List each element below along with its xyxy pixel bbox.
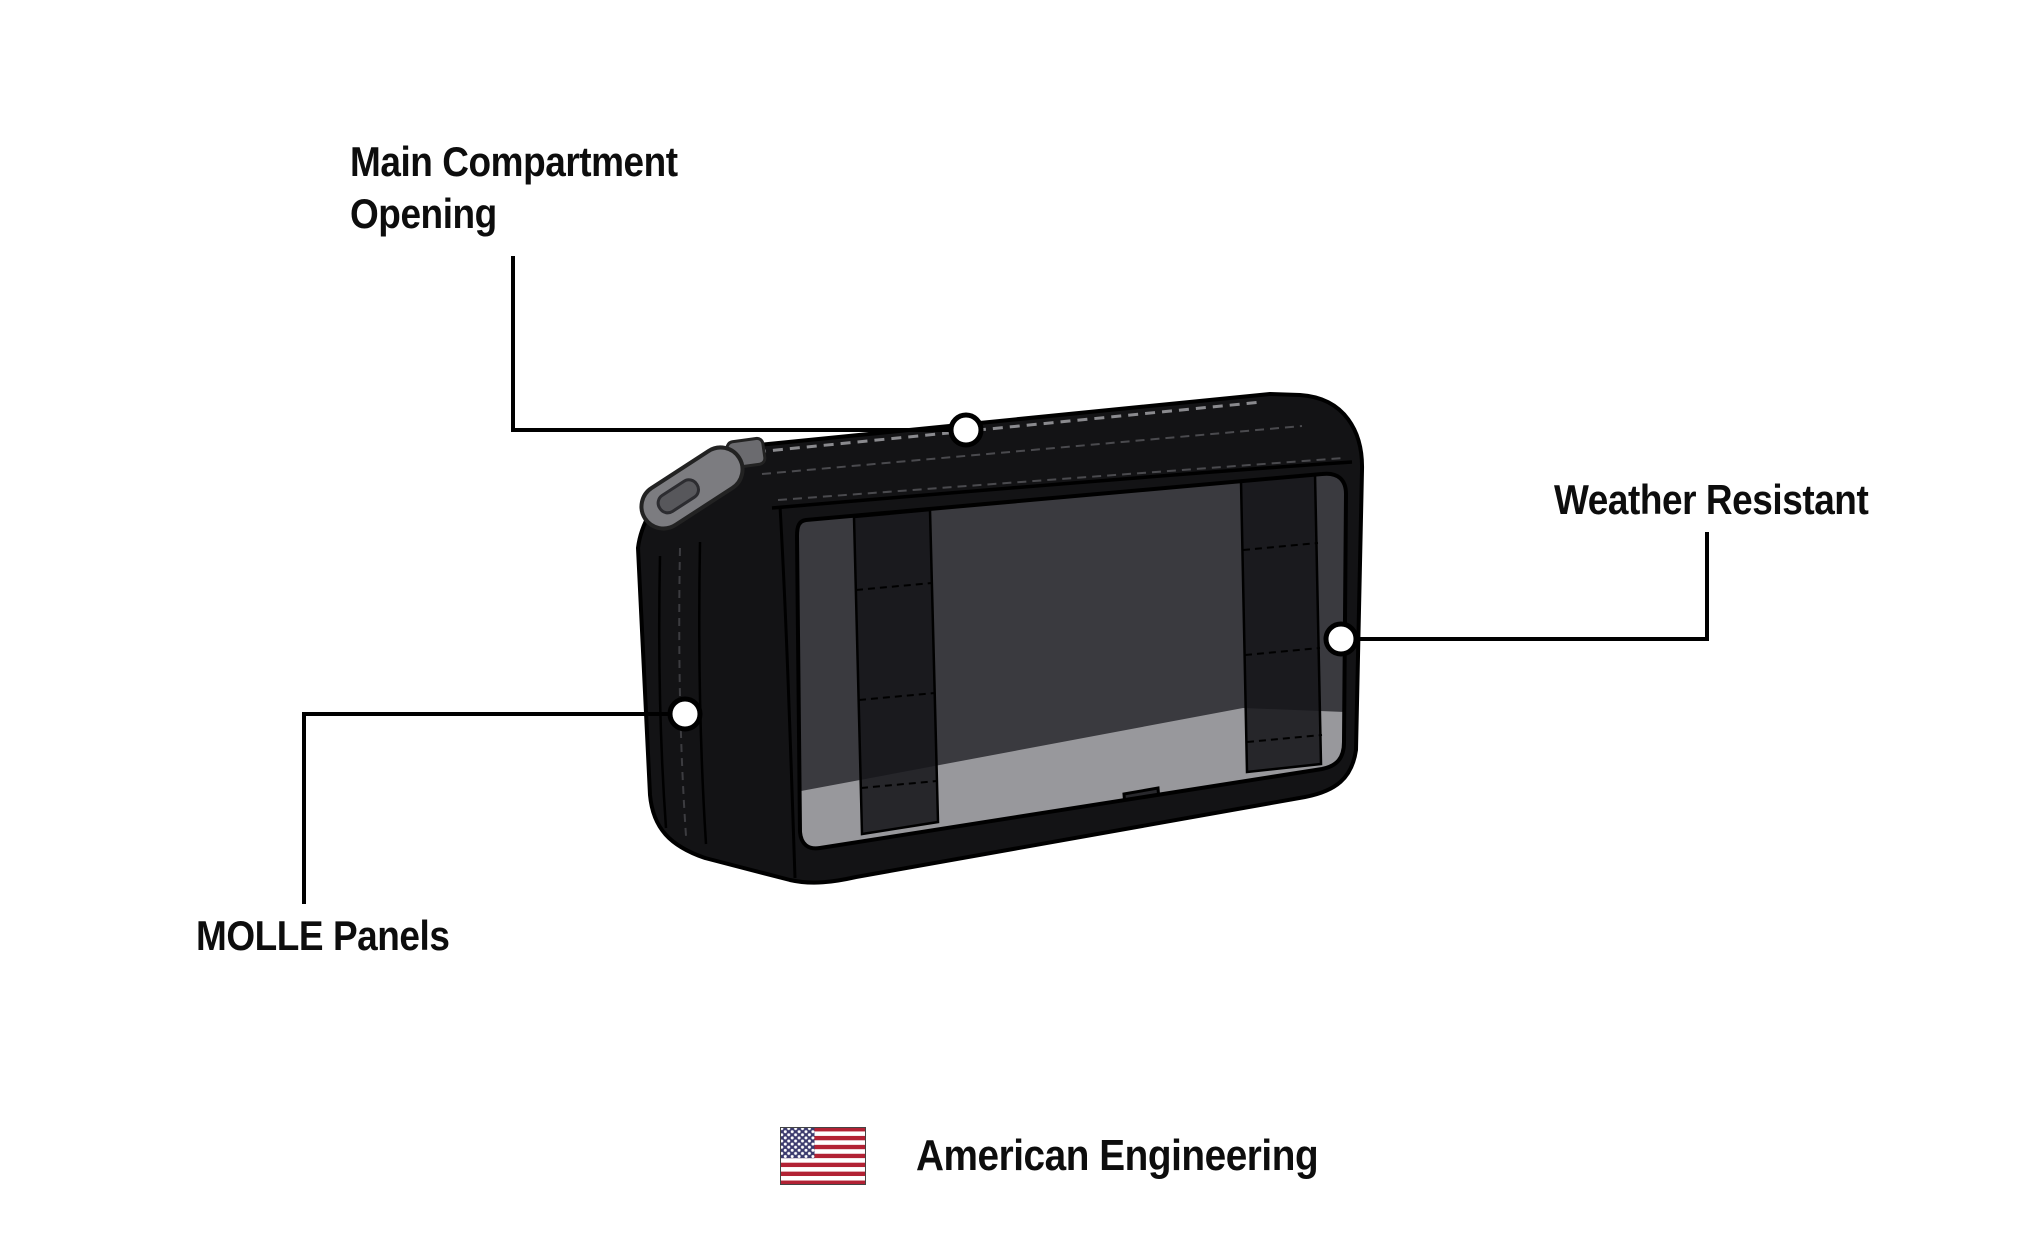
callout-line-main-compartment	[511, 256, 949, 432]
main-compartment-label: Main Compartment Opening	[350, 138, 678, 238]
front-window-outline	[794, 471, 1349, 851]
top-stitch-line	[761, 425, 1303, 475]
callout-marker-main-compartment	[948, 412, 984, 448]
left-molle-seam-2	[698, 541, 708, 845]
zipper-pull-icon	[639, 436, 767, 531]
top-band-seam	[771, 460, 1353, 510]
left-molle-stitch	[678, 547, 687, 837]
interior-strap-right	[1239, 473, 1323, 774]
molle-panels-label: MOLLE Panels	[196, 912, 450, 959]
callout-marker-molle-panels	[667, 696, 703, 732]
left-molle-seam-1	[658, 555, 668, 829]
callout-markers	[667, 412, 1359, 732]
callout-marker-weather-resistant	[1323, 621, 1359, 657]
callout-line-weather-resistant	[1358, 532, 1709, 641]
weather-resistant-label: Weather Resistant	[1554, 476, 1869, 523]
callout-lines	[302, 256, 1709, 904]
footer: American Engineering	[780, 1124, 1373, 1188]
footer-label: American Engineering	[916, 1131, 1319, 1180]
us-flag-icon	[780, 1127, 866, 1185]
left-panel-seam	[778, 505, 797, 879]
interior-strap-left	[852, 508, 940, 836]
molle-pouch-illustration	[636, 392, 1365, 885]
top-stitch-line-2	[777, 457, 1345, 501]
callout-line-molle-panels	[302, 712, 668, 904]
